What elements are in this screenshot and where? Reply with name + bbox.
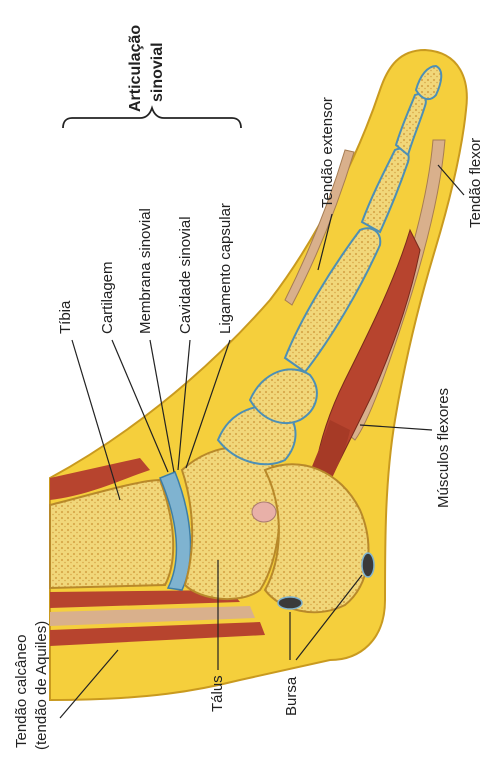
title-line1: Articulação (128, 25, 144, 112)
title-line2: sinovial (150, 42, 166, 102)
label-tendao-flexor: Tendão flexor (468, 138, 483, 228)
label-musculos-flexores: Músculos flexores (436, 388, 451, 508)
bursa-2 (362, 553, 374, 577)
label-tibia: Tíbia (58, 301, 73, 334)
label-membrana-sinovial: Membrana sinovial (138, 208, 153, 334)
label-talus: Tálus (210, 675, 225, 712)
label-cavidade-sinovial: Cavidade sinovial (178, 216, 193, 334)
label-cartilagem: Cartilagem (100, 261, 115, 334)
bursa-1 (278, 597, 302, 609)
label-bursa: Bursa (284, 677, 299, 716)
synovial-brace (63, 108, 241, 128)
joint-nodule (252, 502, 276, 522)
label-tendao-calcaneo: Tendão calcâneo (14, 635, 29, 748)
label-tendao-extensor: Tendão extensor (320, 97, 335, 208)
label-tendao-aquiles: (tendão de Aquiles) (34, 621, 49, 750)
label-ligamento-capsular: Ligamento capsular (218, 203, 233, 334)
